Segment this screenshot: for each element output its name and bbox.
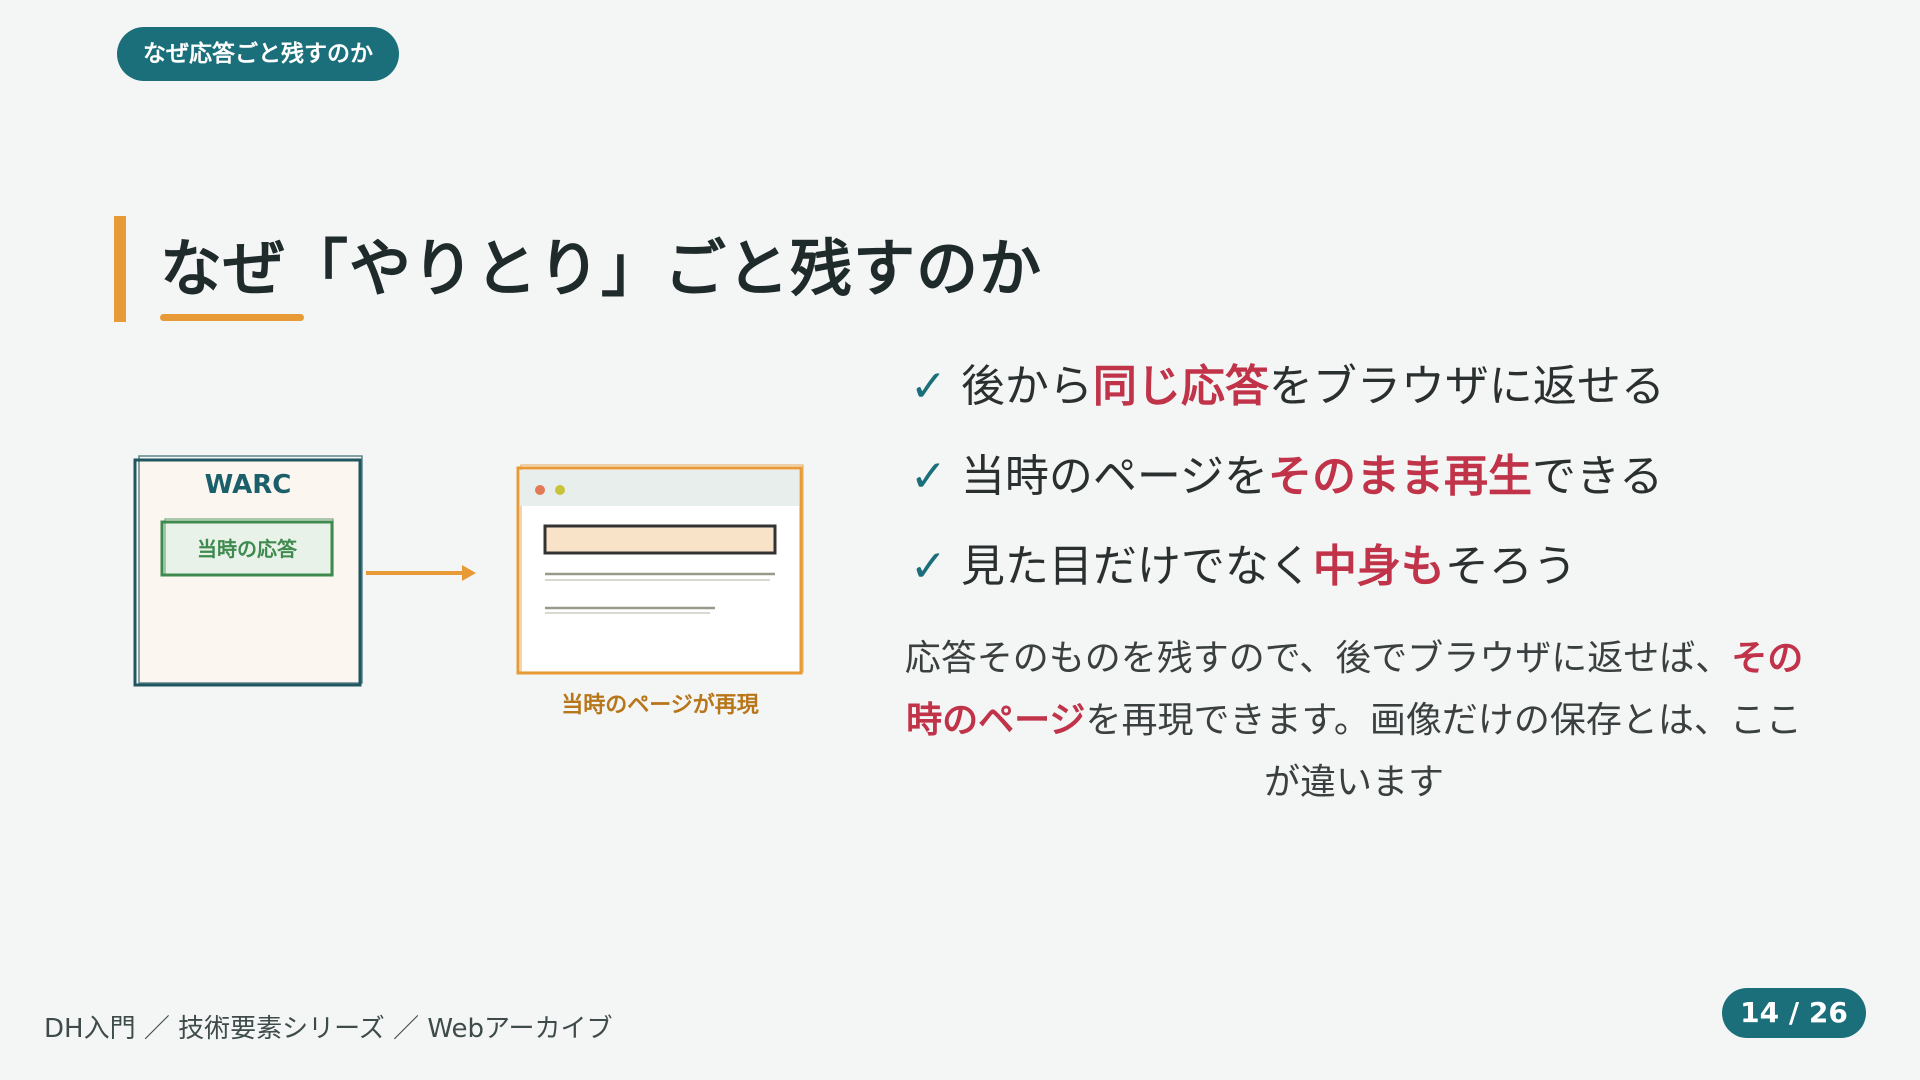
note-highlight: その時のページ bbox=[906, 638, 1804, 741]
bullet-item: ✓見た目だけでなく中身もそろう bbox=[910, 541, 1577, 592]
arrow-icon bbox=[366, 565, 476, 581]
page-number-badge: 14 / 26 bbox=[1722, 988, 1866, 1038]
bullet-list: ✓後から同じ応答をブラウザに返せる ✓当時のページをそのまま再生できる ✓見た目… bbox=[910, 352, 1810, 622]
footer-breadcrumb: DH入門 ／ 技術要素シリーズ ／ Webアーカイブ bbox=[44, 1014, 613, 1044]
title-accent-bar bbox=[114, 216, 126, 322]
highlight-text: 中身も bbox=[1312, 541, 1445, 592]
check-icon: ✓ bbox=[910, 541, 947, 592]
warc-label: WARC bbox=[205, 470, 292, 500]
response-label: 当時の応答 bbox=[197, 537, 298, 561]
highlight-text: そのまま再生 bbox=[1268, 451, 1532, 502]
browser-window-icon bbox=[516, 464, 804, 675]
slide-title: なぜ「やりとり」ごと残すのか bbox=[160, 232, 1043, 305]
check-icon: ✓ bbox=[910, 361, 947, 412]
section-badge: なぜ応答ごと残すのか bbox=[117, 27, 399, 81]
bullet-item: ✓後から同じ応答をブラウザに返せる bbox=[910, 361, 1665, 412]
check-icon: ✓ bbox=[910, 451, 947, 502]
explanation-note: 応答そのものを残すので、後でブラウザに返せば、その時のページを再現できます。画像… bbox=[904, 638, 1804, 803]
warc-box: WARC 当時の応答 bbox=[133, 455, 363, 687]
highlight-text: 同じ応答 bbox=[1092, 361, 1269, 412]
replay-caption: 当時のページが再現 bbox=[561, 692, 759, 718]
bullet-item: ✓当時のページをそのまま再生できる bbox=[910, 451, 1664, 502]
warc-replay-illustration: WARC 当時の応答 当時のページが再現 bbox=[133, 455, 804, 718]
title-underline bbox=[160, 314, 304, 321]
